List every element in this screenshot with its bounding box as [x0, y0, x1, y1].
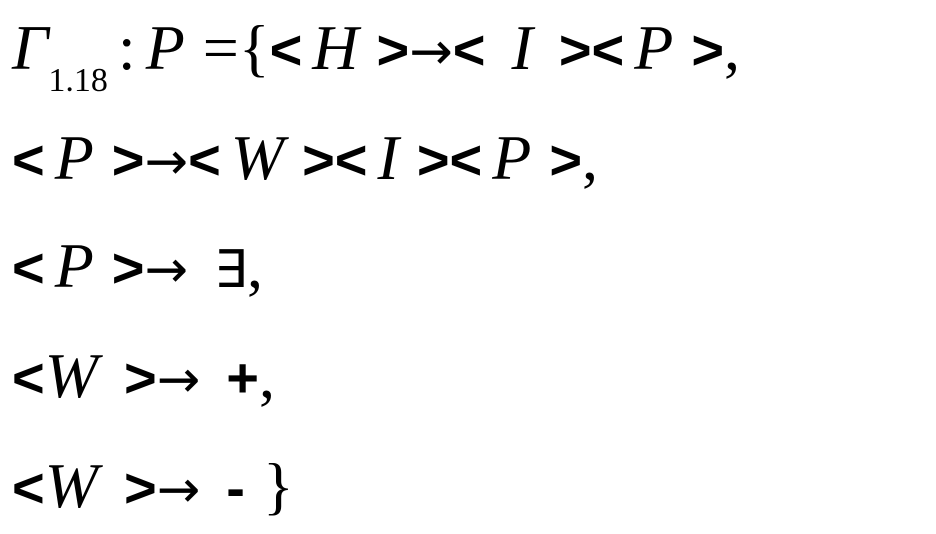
angle-open: <: [12, 346, 45, 409]
nonterminal-P: P: [54, 230, 94, 301]
open-brace: {: [238, 12, 270, 83]
equals-sign: =: [202, 12, 239, 83]
arrow-symbol: →: [156, 350, 201, 410]
arrow-symbol: →: [144, 132, 189, 192]
nonterminal-P: P: [492, 122, 532, 193]
gamma-symbol: Γ: [12, 12, 49, 83]
minus-terminal: -: [226, 456, 245, 519]
angle-close: >: [124, 346, 157, 409]
comma: ,: [259, 340, 275, 411]
angle-close: >: [376, 18, 410, 81]
formula-line-3: <P >→ ∃,: [12, 226, 263, 306]
colon: :: [117, 12, 136, 83]
comma: ,: [724, 12, 741, 83]
angle-open: <: [188, 128, 221, 191]
arrow-symbol: →: [409, 22, 453, 82]
angle-open: <: [12, 128, 45, 191]
formula-line-4: <W >→ +,: [12, 336, 275, 416]
angle-open: <: [334, 128, 368, 191]
angle-open: <: [591, 18, 625, 81]
angle-close: >: [558, 18, 592, 81]
nonterminal-W: W: [44, 450, 99, 521]
angle-open: <: [12, 236, 45, 299]
formula-line-2: <P>→<W><I><P>,: [12, 118, 598, 198]
plus-terminal: +: [226, 346, 259, 409]
close-brace: }: [262, 450, 294, 521]
angle-open: <: [449, 128, 483, 191]
angle-open: <: [12, 456, 45, 519]
nonterminal-I: I: [377, 122, 399, 193]
angle-close: >: [549, 128, 583, 191]
angle-close: >: [302, 128, 335, 191]
angle-close: >: [111, 128, 145, 191]
exists-symbol: ∃: [214, 240, 247, 300]
formula-line-1: Γ1.18:P={<H>→<I><P>,: [12, 8, 741, 99]
nonterminal-H: H: [312, 12, 359, 83]
nonterminal-W: W: [44, 340, 99, 411]
angle-close: >: [124, 456, 157, 519]
formula-line-5: <W >→-}: [12, 446, 294, 526]
arrow-symbol: →: [144, 240, 189, 300]
comma: ,: [246, 230, 263, 301]
angle-close: >: [691, 18, 725, 81]
nonterminal-P: P: [54, 122, 94, 193]
angle-close: >: [111, 236, 145, 299]
nonterminal-I: I: [511, 12, 533, 83]
start-symbol-P: P: [145, 12, 185, 83]
angle-open: <: [269, 18, 303, 81]
gamma-subscript: 1.18: [48, 62, 108, 99]
nonterminal-P: P: [634, 12, 674, 83]
angle-close: >: [416, 128, 450, 191]
comma: ,: [582, 122, 599, 193]
arrow-symbol: →: [156, 460, 201, 520]
nonterminal-W: W: [230, 122, 285, 193]
angle-open: <: [452, 18, 486, 81]
